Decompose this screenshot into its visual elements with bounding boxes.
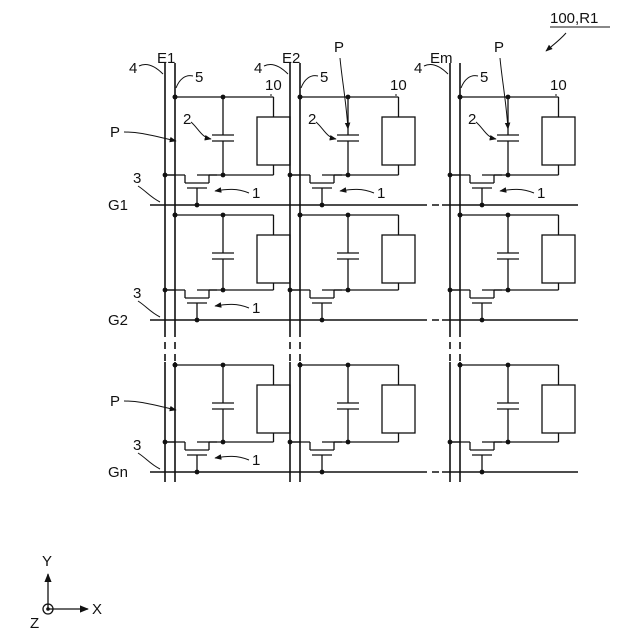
junction-dot (458, 213, 463, 218)
pixel-ref: P (110, 124, 120, 141)
transistor-ref: 1 (537, 185, 545, 202)
junction-dot (173, 95, 178, 100)
transistor-ref: 1 (252, 185, 260, 202)
junction-dot (480, 203, 485, 208)
pixel-ref: P (494, 39, 504, 56)
pixel-cell (448, 213, 575, 323)
junction-dot (288, 173, 293, 178)
gate-line-ref: 3 (133, 285, 141, 302)
pixel-cell: 1 (163, 363, 290, 475)
junction-dot (221, 363, 226, 368)
element-ref: 10 (550, 77, 567, 94)
junction-dot (320, 470, 325, 475)
pixel-cell (448, 363, 575, 475)
junction-dot (346, 95, 351, 100)
junction-dot (195, 318, 200, 323)
gate-line-label: G1 (108, 197, 128, 214)
junction-dot (448, 440, 453, 445)
z-axis-label: Z (30, 615, 39, 632)
junction-dot (480, 470, 485, 475)
element-box (382, 235, 415, 283)
junction-dot (173, 213, 178, 218)
data-line-label: E1 (157, 50, 175, 67)
junction-dot (163, 440, 168, 445)
pixel-ref-left: P (110, 393, 176, 410)
element-box (542, 117, 575, 165)
y-axis-label: Y (42, 553, 52, 570)
svg-text:100,R1: 100,R1 (550, 10, 598, 27)
element-box (382, 117, 415, 165)
element-box (257, 235, 290, 283)
junction-dot (506, 95, 511, 100)
gate-line-label: Gn (108, 464, 128, 481)
transistor-ref: 1 (252, 452, 260, 469)
junction-dot (506, 363, 511, 368)
common-line-ref: 5 (320, 69, 328, 86)
junction-dot (288, 440, 293, 445)
column-e2: E2 4 5 1 2 10 P (254, 39, 415, 482)
junction-dot (195, 203, 200, 208)
element-box (542, 385, 575, 433)
element-box (382, 385, 415, 433)
data-line-ref: 4 (129, 60, 137, 77)
common-line-ref: 5 (480, 69, 488, 86)
junction-dot (346, 213, 351, 218)
data-line-ref: 4 (414, 60, 422, 77)
column-em: Em451210P (414, 39, 575, 482)
junction-dot (288, 288, 293, 293)
capacitor-ref: 2 (468, 111, 476, 128)
junction-dot (448, 288, 453, 293)
pixel-cell: 1 2 10 (163, 77, 290, 207)
data-line-label: E2 (282, 50, 300, 67)
junction-dot (448, 173, 453, 178)
junction-dot (221, 95, 226, 100)
junction-dot (458, 363, 463, 368)
junction-dot (480, 318, 485, 323)
capacitor-ref: 2 (308, 111, 316, 128)
pixel-ref-left: P (110, 124, 176, 141)
pixel-ref: P (334, 39, 344, 56)
junction-dot (298, 95, 303, 100)
pixel-cell: 1 2 10 P (448, 39, 575, 207)
pixel-grid: G13G23Gn3E145121011E2451210PEm451210PPP (108, 39, 578, 482)
figure-id-label: 100,R1 (546, 10, 610, 51)
junction-dot (320, 318, 325, 323)
capacitor-ref: 2 (183, 111, 191, 128)
junction-dot (195, 470, 200, 475)
element-ref: 10 (390, 77, 407, 94)
gate-line-label: G2 (108, 312, 128, 329)
junction-dot (221, 213, 226, 218)
data-line-ref: 4 (254, 60, 262, 77)
transistor-ref: 1 (377, 185, 385, 202)
pixel-cell: 1 2 10 P (288, 39, 415, 207)
junction-dot (346, 363, 351, 368)
element-box (257, 385, 290, 433)
junction-dot (298, 363, 303, 368)
pixel-cell (288, 213, 415, 323)
x-axis-label: X (92, 601, 102, 618)
junction-dot (458, 95, 463, 100)
transistor-ref: 1 (252, 300, 260, 317)
pixel-ref: P (110, 393, 120, 410)
pixel-cell (288, 363, 415, 475)
junction-dot (506, 213, 511, 218)
element-box (542, 235, 575, 283)
junction-dot (320, 203, 325, 208)
gate-line-ref: 3 (133, 170, 141, 187)
common-line-ref: 5 (195, 69, 203, 86)
gate-line-ref: 3 (133, 437, 141, 454)
axis-indicator: Y X Z (30, 553, 102, 632)
element-box (257, 117, 290, 165)
column-e1: E1 4 5 1 2 10 1 1 (129, 50, 290, 482)
junction-dot (298, 213, 303, 218)
junction-dot (163, 173, 168, 178)
element-ref: 10 (265, 77, 282, 94)
junction-dot (163, 288, 168, 293)
junction-dot (173, 363, 178, 368)
pixel-cell: 1 (163, 213, 290, 323)
